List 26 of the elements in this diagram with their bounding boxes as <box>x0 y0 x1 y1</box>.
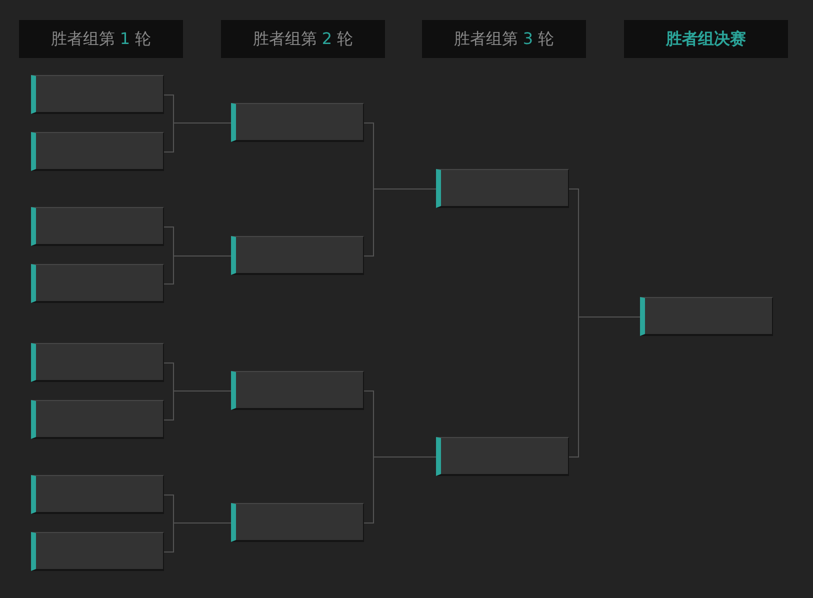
bracket-line <box>568 316 640 458</box>
match-slot <box>31 75 164 114</box>
match-slot <box>640 297 773 336</box>
match-slot <box>31 343 164 382</box>
match-slot <box>436 169 569 208</box>
bracket-line <box>364 456 436 524</box>
match-slot <box>31 132 164 171</box>
round-header: 胜者组决赛 <box>624 20 788 58</box>
match-slot <box>231 236 364 275</box>
match-slot <box>231 371 364 410</box>
match-slot <box>31 264 164 303</box>
bracket-line <box>164 522 232 552</box>
match-slot <box>31 532 164 571</box>
bracket-line <box>364 188 436 256</box>
match-slot <box>31 207 164 246</box>
match-slot <box>436 437 569 476</box>
bracket-line <box>164 390 232 420</box>
bracket-line <box>164 122 232 152</box>
round-header: 胜者组第 3 轮 <box>422 20 586 58</box>
bracket-line <box>164 256 232 284</box>
match-slot <box>31 475 164 514</box>
round-header: 胜者组第 2 轮 <box>221 20 385 58</box>
round-header: 胜者组第 1 轮 <box>19 20 183 58</box>
match-slot <box>231 103 364 142</box>
match-slot <box>31 400 164 439</box>
match-slot <box>231 503 364 542</box>
